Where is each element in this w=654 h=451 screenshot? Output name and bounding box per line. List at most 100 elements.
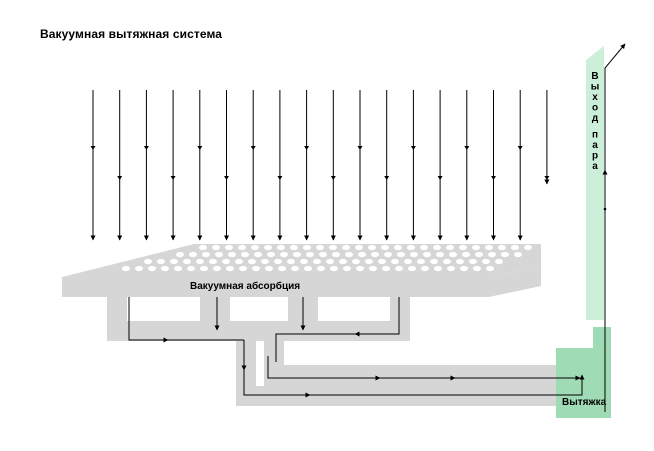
table-hole (342, 244, 350, 251)
table-hole (443, 258, 451, 265)
table-hole (423, 251, 431, 258)
table-hole (238, 244, 246, 251)
steam-outlet-column (586, 46, 604, 320)
table-hole (313, 258, 321, 265)
table-hole (196, 258, 204, 265)
table-hole (473, 265, 481, 272)
table-hole (278, 265, 286, 272)
table-hole (408, 265, 416, 272)
table-hole (290, 244, 298, 251)
table-hole (267, 251, 275, 258)
air-arrow-mid-head (250, 146, 256, 150)
table-hole (265, 265, 273, 272)
air-arrow-mid-head (143, 146, 149, 150)
table-hole (183, 258, 191, 265)
table-hole (316, 244, 324, 251)
air-arrow-mid-head (384, 176, 390, 180)
air-arrow-mid-head (491, 176, 496, 180)
air-arrow-mid-head (357, 146, 363, 150)
air-arrow-mid-head (464, 146, 470, 150)
table-hole (378, 258, 386, 265)
table-hole (157, 258, 165, 265)
air-flow-arrows (90, 90, 550, 241)
table-hole (495, 258, 503, 265)
table-hole (433, 244, 441, 251)
table-hole (144, 258, 152, 265)
table-hole (501, 251, 509, 258)
table-hole (293, 251, 301, 258)
table-hole (459, 244, 467, 251)
table-hole (365, 258, 373, 265)
air-arrow-mid-head (304, 146, 310, 150)
table-hole (187, 265, 195, 272)
table-hole (170, 258, 178, 265)
air-arrow-mid-head (197, 146, 203, 150)
table-hole (482, 258, 490, 265)
table-hole (174, 265, 182, 272)
table-hole (330, 265, 338, 272)
table-hole (421, 265, 429, 272)
table-hole (300, 258, 308, 265)
table-hole (332, 251, 340, 258)
table-hole (384, 251, 392, 258)
air-arrow-mid-head (117, 176, 123, 180)
table-hole (485, 244, 493, 251)
air-arrow-mid-head (330, 176, 336, 180)
table-hole (447, 265, 455, 272)
table-hole (356, 265, 364, 272)
table-hole (122, 265, 130, 272)
table-hole (391, 258, 399, 265)
table-hole (251, 244, 259, 251)
extraction-box (556, 327, 611, 418)
table-hole (280, 251, 288, 258)
table-hole (148, 265, 156, 272)
table-hole (226, 265, 234, 272)
page-title: Вакуумная вытяжная система (40, 27, 223, 41)
steam-outlet-letter: п (592, 130, 598, 141)
air-arrow-mid-head (410, 146, 416, 150)
table-hole (430, 258, 438, 265)
flow-lines (128, 43, 626, 412)
table-hole (381, 244, 389, 251)
table-hole (239, 265, 247, 272)
table-front (62, 277, 489, 297)
table-hole (225, 244, 233, 251)
table-hole (524, 244, 532, 251)
table-hole (306, 251, 314, 258)
table-hole (369, 265, 377, 272)
air-arrow-mid-head (437, 176, 443, 180)
table-hole (472, 244, 480, 251)
table-hole (241, 251, 249, 258)
table-hole (514, 251, 522, 258)
table-hole (304, 265, 312, 272)
table-hole (456, 258, 464, 265)
table-hole (475, 251, 483, 258)
table-hole (417, 258, 425, 265)
table-hole (254, 251, 262, 258)
table-hole (326, 258, 334, 265)
table-hole (291, 265, 299, 272)
steam-outlet-letter: д (592, 113, 599, 124)
steam-outlet-letter: х (592, 92, 598, 103)
table-hole (213, 265, 221, 272)
table-hole (394, 244, 402, 251)
table-hole (404, 258, 412, 265)
table-hole (135, 265, 143, 272)
table-hole (382, 265, 390, 272)
table-hole (277, 244, 285, 251)
table-hole (319, 251, 327, 258)
table-hole (261, 258, 269, 265)
table-hole (449, 251, 457, 258)
table-hole (339, 258, 347, 265)
table-hole (420, 244, 428, 251)
table-hole (358, 251, 366, 258)
table-hole (202, 251, 210, 258)
air-arrow-mid-head (224, 176, 229, 180)
steam-outlet-letter: р (592, 151, 598, 162)
table-hole (434, 265, 442, 272)
table-hole (371, 251, 379, 258)
table-hole (469, 258, 477, 265)
table-hole (252, 265, 260, 272)
steam-outlet-letter: В (591, 71, 598, 82)
